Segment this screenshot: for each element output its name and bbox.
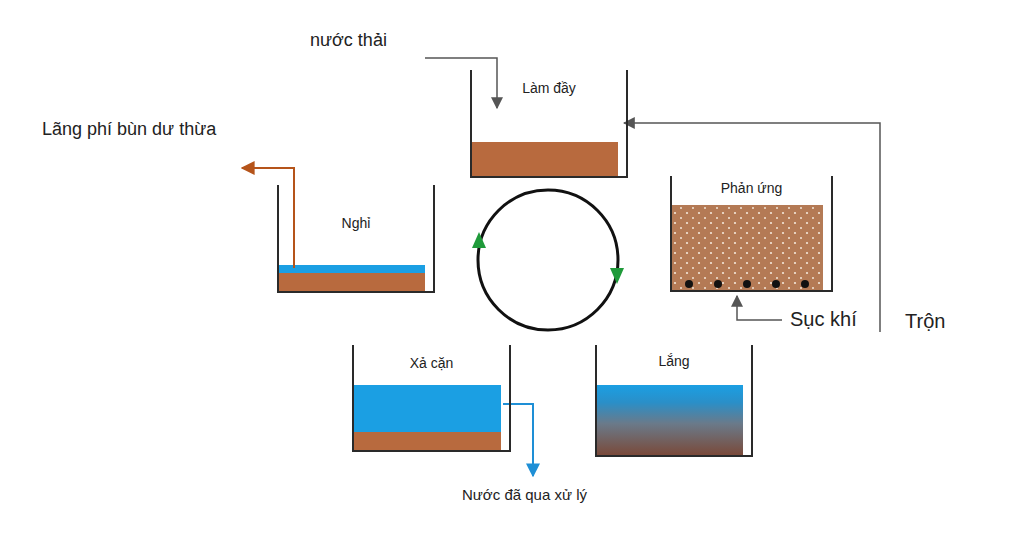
- clear-water: [354, 385, 501, 432]
- cycle-arrow: [610, 268, 624, 284]
- sludge-fill: [279, 273, 425, 291]
- stage-label: Nghỉ: [279, 215, 433, 231]
- flow-label: Trộn: [905, 310, 945, 332]
- flow-label: nước thải: [310, 31, 387, 51]
- sludge-waste-pipe: [242, 168, 294, 268]
- sludge-fill: [472, 142, 618, 176]
- cycle-arrow: [472, 232, 486, 248]
- mixed-liquor: [672, 205, 823, 290]
- tank: Lắng: [595, 345, 753, 457]
- stage-label: Lắng: [597, 353, 751, 369]
- stage-label: Phản ứng: [672, 180, 831, 196]
- air-supply: [737, 296, 782, 320]
- tank: Xả cặn: [352, 345, 511, 452]
- flow-label: Sục khí: [790, 308, 857, 330]
- return-line: [624, 123, 880, 332]
- stage-label: Làm đầy: [472, 80, 626, 96]
- sludge-fill: [354, 432, 501, 450]
- inflow-pipe: [425, 58, 497, 108]
- clear-water: [279, 265, 425, 273]
- flow-label: Lãng phí bùn dư thừa: [42, 120, 216, 140]
- effluent-pipe: [503, 404, 533, 476]
- tank: Nghỉ: [277, 185, 435, 293]
- settling-fill: [597, 385, 743, 455]
- air-diffusers: [685, 280, 809, 288]
- air-bubbles: [672, 205, 823, 290]
- cycle-circle: [478, 190, 618, 330]
- tank: Làm đầy: [470, 70, 628, 178]
- flow-label: Nước đã qua xử lý: [462, 487, 587, 504]
- tank: Phản ứng: [670, 176, 833, 292]
- stage-label: Xả cặn: [354, 355, 509, 371]
